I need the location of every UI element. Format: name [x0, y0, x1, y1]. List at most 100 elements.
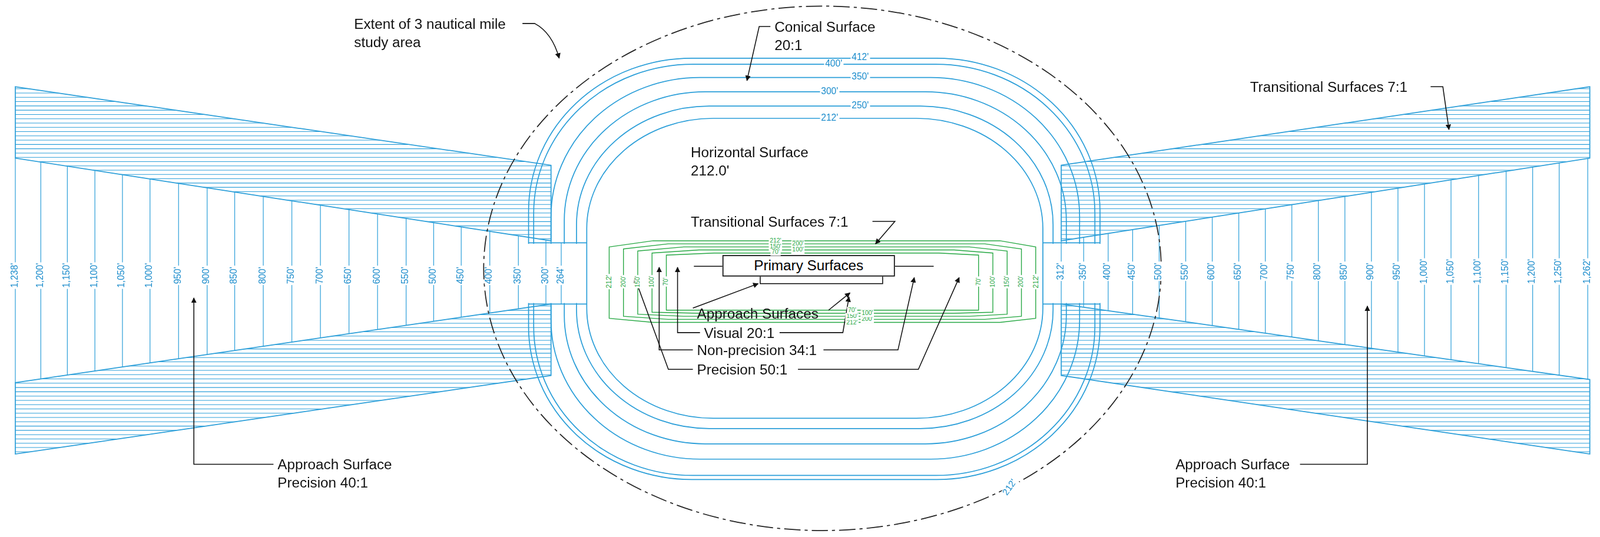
hatch-line: [1061, 208, 1590, 210]
transitional-hatch: [15, 88, 552, 240]
inner-contour-label: 150': [1004, 275, 1011, 289]
hatch-line: [1061, 429, 1590, 431]
hatch-line: [15, 425, 552, 427]
hatch-line: [15, 144, 552, 145]
hatch-line: [15, 374, 552, 376]
hatch-line: [1061, 408, 1590, 410]
inner-contour-label: 100': [791, 246, 806, 254]
approach-contour-label: 900': [1366, 262, 1377, 281]
contour-line: [528, 58, 1101, 480]
hatch-line: [1061, 395, 1590, 397]
approach-contour-label: 850': [1339, 262, 1350, 281]
hatch-line: [1061, 165, 1590, 167]
inner-contour-label: 212': [845, 319, 859, 326]
inner-contour-label: 70': [663, 276, 670, 287]
approach-contour-label: 600': [1207, 262, 1218, 281]
hatch-line: [1061, 399, 1590, 401]
approach-contour-label: 1,150': [62, 262, 73, 289]
hatch-line: [15, 127, 552, 128]
hatch-line: [15, 208, 552, 210]
contour-label: 400': [823, 59, 843, 70]
hatch-line: [1061, 446, 1590, 448]
inner-surfaces: [608, 240, 1036, 323]
hatch-line: [1061, 229, 1590, 231]
hatch-line: [15, 408, 552, 410]
inner-contour-label: 70': [846, 306, 857, 314]
hatch-line: [1061, 365, 1590, 367]
hatch-line: [15, 412, 552, 414]
approach-contour-label: 264': [555, 266, 566, 286]
hatch-line: [15, 229, 552, 231]
conical-contours: [528, 58, 1101, 480]
hatch-line: [15, 361, 552, 363]
hatch-line: [1061, 97, 1590, 98]
hatch-line: [1061, 305, 1590, 307]
hatch-line: [1061, 344, 1590, 346]
hatch-line: [1061, 187, 1590, 188]
hatch-line: [15, 417, 552, 419]
hatch-line: [15, 378, 552, 380]
hatch-line: [1061, 148, 1590, 149]
hatch-line: [15, 335, 552, 337]
approach-contour-label: 1,100': [1473, 257, 1484, 285]
runway-line: [693, 265, 723, 267]
hatch-line: [15, 434, 552, 436]
contour-line: [551, 77, 1081, 460]
approach-contour-label: 1,200': [35, 262, 46, 289]
leader-line: [872, 221, 896, 244]
hatch-line: [15, 429, 552, 431]
hatch-line: [1061, 391, 1590, 393]
hatch-line: [15, 148, 552, 149]
callout-label: Non-precision 34:1: [696, 340, 817, 360]
callout-label: Extent of 3 nautical mile study area: [353, 14, 533, 52]
approach-contour-label: 700': [1260, 262, 1271, 281]
inner-contour-label: 200': [620, 275, 627, 289]
approach-contour-label: 1,100': [90, 262, 101, 289]
leader-lines: [193, 23, 1449, 465]
hatch-line: [15, 97, 552, 98]
hatch-line: [1061, 378, 1590, 380]
hatch-line: [15, 314, 552, 316]
hatch-line: [1061, 144, 1590, 145]
hatch-line: [1061, 310, 1590, 311]
hatch-line: [15, 165, 552, 167]
hatch-line: [1061, 238, 1590, 240]
hatch-line: [15, 105, 552, 106]
hatch-line: [15, 182, 552, 184]
hatch-line: [15, 238, 552, 240]
approach-contour-label: 950': [173, 266, 184, 286]
approach-contour-label: 1,262': [1582, 257, 1593, 285]
hatch-line: [15, 446, 552, 448]
hatch-line: [1061, 234, 1590, 235]
notch-mask: [1045, 243, 1108, 304]
node-label: Primary Surfaces: [753, 257, 864, 274]
hatch-line: [1061, 434, 1590, 436]
leader-line: [1300, 306, 1368, 465]
callout-label: Transitional Surfaces 7:1: [1250, 77, 1408, 97]
hatch-line: [1061, 225, 1590, 227]
leader-line: [193, 297, 274, 465]
hatch-line: [15, 191, 552, 192]
runway-outline: [760, 275, 883, 284]
hatch-line: [1061, 327, 1590, 329]
callout-label: Approach Surface Precision 40:1: [1175, 455, 1314, 493]
hatch-line: [15, 221, 552, 223]
hatch-line: [15, 178, 552, 180]
approach-contour-label: 312': [1056, 262, 1067, 281]
hatch-line: [1061, 417, 1590, 419]
hatch-line: [1061, 157, 1590, 158]
callout-label: Conical Surface 20:1: [774, 17, 899, 55]
approach-contour-label: 500': [1154, 262, 1165, 281]
hatch-line: [1061, 374, 1590, 376]
hatch-line: [1061, 212, 1590, 214]
callout-label: Precision 50:1: [696, 360, 788, 380]
hatch-line: [1061, 438, 1590, 440]
approach-contour-label: 1,050': [1445, 257, 1456, 285]
notch-edge: [1042, 242, 1101, 244]
approach-contour-label: 1,050': [117, 262, 128, 289]
hatch-line: [15, 234, 552, 235]
inner-contour-label: 150': [634, 275, 641, 289]
hatch-line: [1061, 331, 1590, 333]
approach-contour-label: 500': [428, 266, 439, 286]
